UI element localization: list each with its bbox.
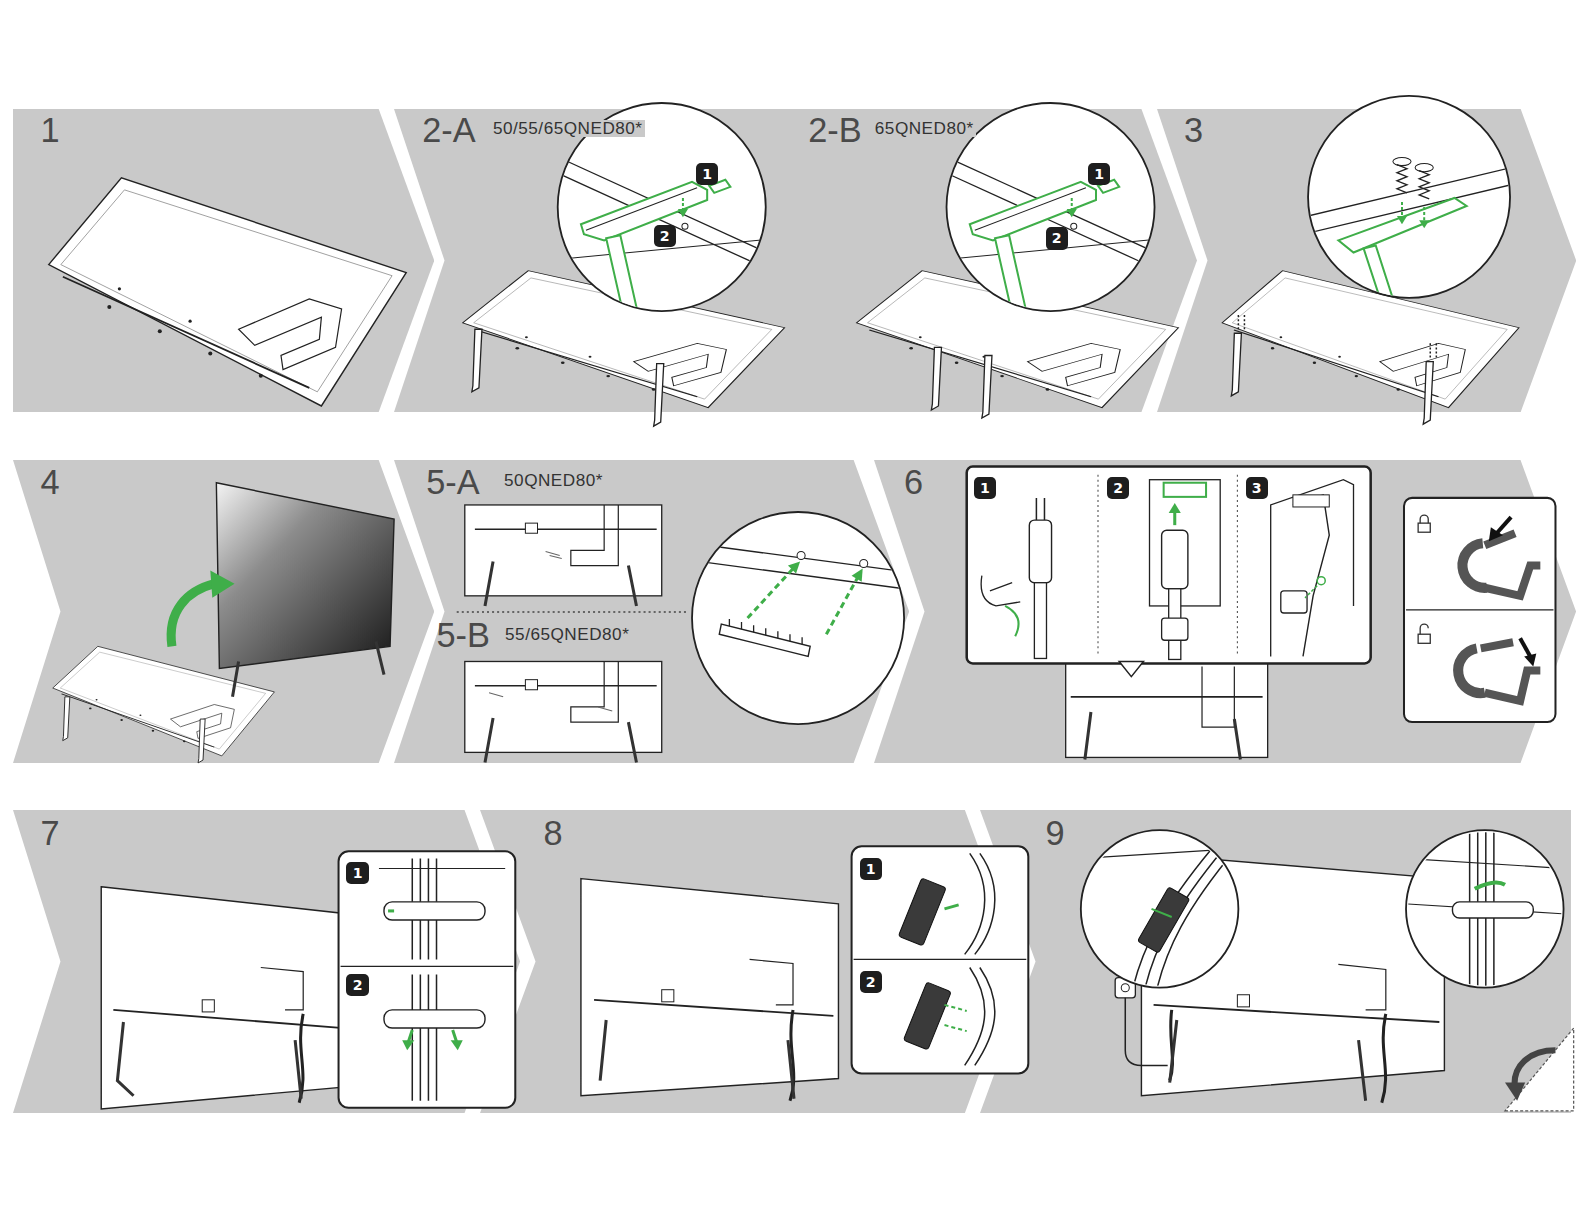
step-panel: 7 1 2	[13, 810, 520, 1113]
step-number: 8	[543, 816, 562, 850]
chevron-band	[394, 460, 909, 763]
callout-badge: 2	[346, 974, 368, 996]
step-number: 6	[904, 465, 923, 499]
callout-number: 1	[353, 866, 363, 880]
step-number: 4	[40, 465, 59, 499]
chevron-band	[394, 109, 798, 412]
step-number: 1	[40, 113, 59, 147]
callout-badge: 1	[1088, 163, 1110, 185]
step-panel: 2-A 50/55/65QNED80* 1 2	[394, 109, 798, 412]
callout-badge: 1	[974, 477, 996, 499]
step-number: 2-B	[808, 113, 861, 147]
callout-number: 1	[866, 862, 876, 876]
callout-badge: 2	[1107, 477, 1129, 499]
callout-badge: 1	[346, 862, 368, 884]
chevron-band	[798, 109, 1197, 412]
chevron-band	[13, 109, 434, 412]
callout-badge: 2	[860, 971, 882, 993]
step-panel: 6 1 2 3	[874, 460, 1576, 763]
step-panel: 1	[13, 109, 434, 412]
chevron-band	[1157, 109, 1576, 412]
callout-badge: 1	[860, 858, 882, 880]
step-number: 5-A	[426, 465, 479, 499]
model-label: 50/55/65QNED80*	[491, 120, 645, 137]
callout-number: 1	[980, 481, 990, 495]
step-panel: 5-A 50QNED80* 5-B 55/65QNED80*	[394, 460, 909, 763]
callout-badge: 2	[1046, 227, 1068, 249]
step-number: 7	[40, 816, 59, 850]
callout-number: 1	[1094, 167, 1104, 181]
chevron-band	[13, 460, 434, 763]
chevron-band	[874, 460, 1576, 763]
callout-number: 2	[660, 229, 670, 243]
step-number: 3	[1184, 113, 1203, 147]
callout-number: 3	[1252, 481, 1262, 495]
model-label: 55/65QNED80*	[503, 626, 631, 643]
step-panel: 3	[1157, 109, 1576, 412]
chevron-band	[980, 810, 1571, 1113]
chevron-band	[480, 810, 1020, 1113]
model-label: 65QNED80*	[873, 120, 976, 137]
callout-number: 2	[866, 975, 876, 989]
callout-number: 1	[702, 167, 712, 181]
callout-badge: 1	[696, 163, 718, 185]
callout-number: 2	[1052, 231, 1062, 245]
callout-number: 2	[353, 978, 363, 992]
callout-badge: 3	[1246, 477, 1268, 499]
step-panel: 8 1 2	[480, 810, 1020, 1113]
chevron-band	[13, 810, 520, 1113]
step-number: 9	[1046, 816, 1065, 850]
callout-number: 2	[1113, 481, 1123, 495]
model-label: 50QNED80*	[502, 472, 605, 489]
step-number: 5-B	[436, 618, 489, 652]
step-panel: 4	[13, 460, 434, 763]
callout-badge: 2	[654, 225, 676, 247]
step-panel: 9	[980, 810, 1571, 1113]
step-number: 2-A	[422, 113, 475, 147]
step-panel: 2-B 65QNED80* 1 2	[798, 109, 1197, 412]
